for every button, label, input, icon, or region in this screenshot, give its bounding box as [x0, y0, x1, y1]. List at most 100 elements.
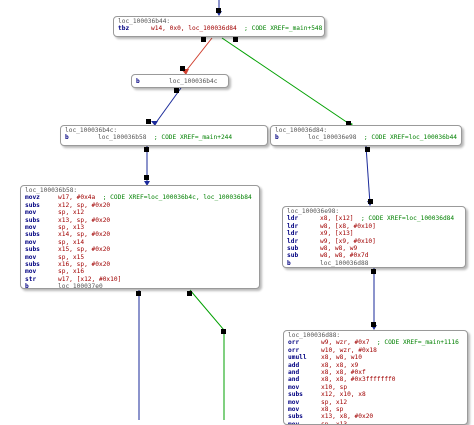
instruction-mnemonic: str: [25, 275, 37, 283]
instruction-operands: w17, #0x4a: [58, 194, 96, 202]
instruction-mnemonic: b: [65, 134, 69, 142]
instruction-mnemonic: sub: [287, 252, 299, 260]
edge-connector: [187, 291, 192, 296]
edge-false-branch: [185, 37, 213, 72]
xref-comment: ; CODE XREF=loc_100036d84: [360, 215, 455, 223]
xref-comment: ; CODE XREF=_main+1116: [376, 339, 459, 347]
instruction-operands: x14, sp, #0x20: [58, 231, 111, 239]
block-loc-100036b58[interactable]: loc_100036b58:movz w17, #0x4a ; CODE XREF…: [20, 185, 260, 289]
instruction-line: subs x15, sp, #0x20: [25, 246, 255, 253]
edge-connector: [371, 322, 376, 327]
instruction-operands: x13, sp, #0x20: [58, 216, 111, 224]
block-label: loc_100036b58:: [25, 187, 78, 194]
instruction-line: ldr w8, [x8, #0x10]: [287, 223, 461, 230]
edge-connector: [201, 37, 206, 42]
instruction-operands: w9, wzr, #0x7: [321, 339, 370, 347]
instruction-mnemonic: and: [288, 376, 300, 384]
instruction-mnemonic: mov: [288, 383, 300, 391]
instruction-operands: w8, [x8, #0x10]: [320, 222, 376, 230]
branch-target: loc_100037e0: [58, 283, 103, 289]
instruction-mnemonic: tbz: [118, 25, 130, 33]
instruction-line: str w17, [x12, #0x10]: [25, 276, 255, 283]
instruction-mnemonic: b: [275, 134, 279, 142]
edge-out-green: [189, 289, 225, 420]
instruction-mnemonic: mov: [25, 209, 37, 217]
instruction-mnemonic: ldr: [287, 222, 299, 230]
instruction-mnemonic: subs: [25, 201, 40, 209]
block-loc-100036b4c[interactable]: loc_100036b4c:b loc_100036b58 ; CODE XREF…: [60, 125, 268, 146]
edge-connector: [221, 329, 226, 334]
instruction-mnemonic: mov: [288, 405, 300, 413]
instruction-line: mov sp, x14: [25, 239, 255, 246]
instruction-operands: x12, x10, x8: [321, 391, 366, 399]
instruction-line: subs x14, sp, #0x20: [25, 231, 255, 238]
edge-jump-b4c: [154, 87, 182, 125]
instruction-operands: sp, x14: [58, 238, 85, 246]
instruction-operands: w14, 0x0, loc_100036d84: [151, 25, 237, 33]
branch-target: loc_100036b58: [98, 134, 147, 142]
instruction-mnemonic: add: [288, 361, 300, 369]
instruction-mnemonic: subs: [25, 246, 40, 254]
instruction-mnemonic: ldr: [287, 230, 299, 238]
instruction-mnemonic: sub: [287, 244, 299, 252]
instruction-line: and x8, x8, #0x3fffffff0: [288, 376, 463, 383]
xref-comment: ; CODE XREF=_main+244: [153, 134, 233, 142]
xref-comment: ; CODE XREF=_main+548: [244, 25, 323, 33]
instruction-operands: w17, [x12, #0x10]: [58, 275, 122, 283]
edge-connector: [180, 66, 185, 71]
edge-connector: [144, 175, 149, 180]
xref-comment: ; CODE XREF=loc_100036b4c, loc_100036b84: [102, 194, 252, 202]
edge-connector: [371, 269, 376, 274]
instruction-operands: x8, x8, x9: [321, 361, 359, 369]
arrowhead-icon: [144, 181, 150, 186]
instruction-operands: x8, w8, w10: [321, 354, 362, 362]
block-label: loc_100036d88:: [288, 332, 341, 339]
instruction-operands: x16, sp, #0x20: [58, 260, 111, 268]
edge-connector: [346, 121, 351, 126]
instruction-line: movz w17, #0x4a ; CODE XREF=loc_100036b4c…: [25, 194, 255, 201]
instruction-operands: x15, sp, #0x20: [58, 246, 111, 254]
instruction-mnemonic: umull: [288, 354, 307, 362]
block-label: loc_100036b4c:: [65, 127, 118, 134]
edge-connector: [174, 88, 179, 93]
instruction-line: mov sp, x12: [25, 209, 255, 216]
instruction-operands: x8, [x12]: [320, 215, 354, 223]
instruction-mnemonic: subs: [25, 231, 40, 239]
instruction-line: orr w10, wzr, #0x18: [288, 347, 463, 354]
instruction-operands: sp, x16: [58, 268, 85, 276]
instruction-line: sub w8, w8, #0x7d: [287, 252, 461, 259]
instruction-mnemonic: orr: [288, 346, 300, 354]
instruction-operands: w10, wzr, #0x18: [321, 346, 377, 354]
instruction-mnemonic: mov: [25, 238, 37, 246]
instruction-operands: sp, x13: [321, 420, 348, 425]
instruction-operands: sp, x12: [58, 209, 85, 217]
instruction-operands: x12, sp, #0x20: [58, 201, 111, 209]
instruction-operands: x8, x8, #0xf: [321, 368, 366, 376]
instruction-mnemonic: subs: [288, 413, 303, 421]
instruction-mnemonic: subs: [288, 391, 303, 399]
instruction-operands: x9, [x13]: [320, 230, 354, 238]
edge-connector: [136, 291, 141, 296]
instruction-operands: sp, x12: [321, 398, 348, 406]
instruction-operands: sp, x15: [58, 253, 85, 261]
instruction-operands: x8, x8, #0x3fffffff0: [321, 376, 396, 384]
instruction-mnemonic: mov: [288, 398, 300, 406]
instruction-mnemonic: subs: [25, 260, 40, 268]
edge-connector: [233, 37, 238, 42]
instruction-mnemonic: movz: [25, 194, 40, 202]
instruction-operands: w8, w8, #0x7d: [320, 252, 369, 260]
